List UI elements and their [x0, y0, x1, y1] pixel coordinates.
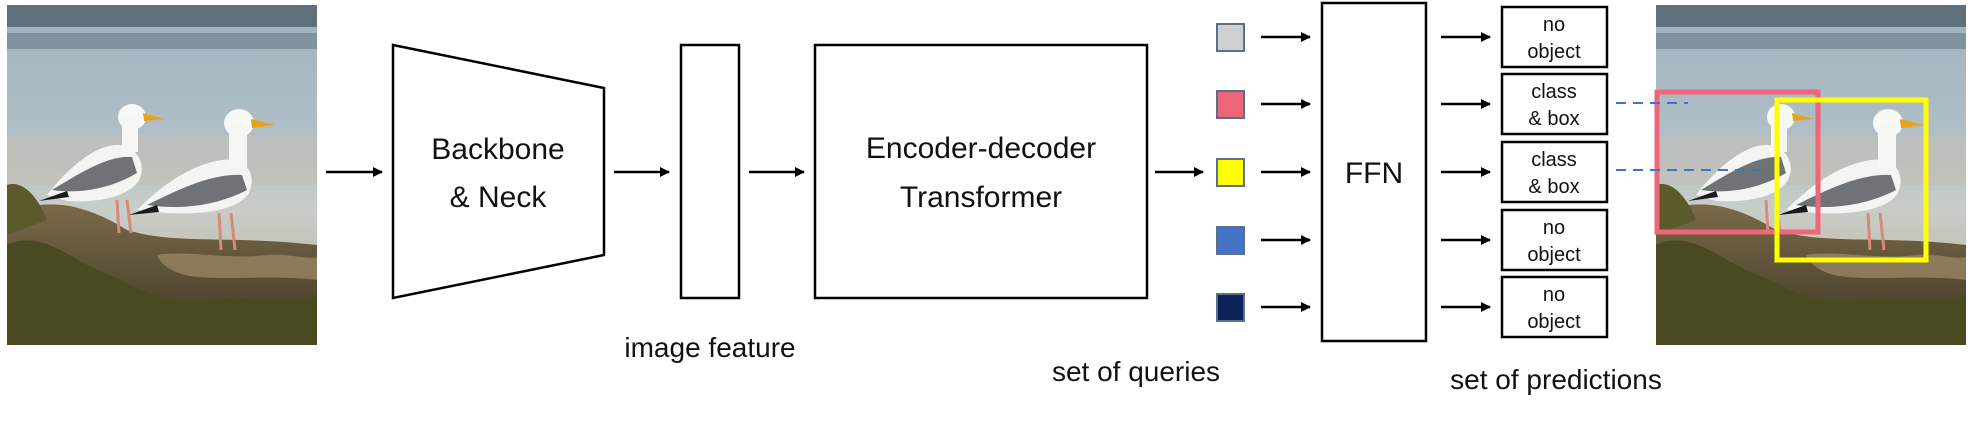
prediction-box-frame — [1500, 140, 1609, 204]
prediction-text: object — [1527, 244, 1581, 266]
query-square — [1216, 23, 1245, 52]
prediction-text: no — [1543, 284, 1565, 306]
prediction-boxes: no object class & box class & box no object no ob… — [1500, 5, 1609, 339]
transformer-label-line-1: Encoder-decoder — [866, 132, 1096, 165]
prediction-text: no — [1543, 14, 1565, 36]
encoder-decoder-transformer-block — [813, 43, 1149, 300]
ffn-label: FFN — [1345, 157, 1403, 190]
query-square — [1216, 293, 1245, 322]
prediction-box: no object — [1500, 208, 1609, 272]
backbone-label-line-1: Backbone — [431, 133, 564, 166]
prediction-text: class — [1531, 81, 1577, 103]
prediction-box-frame — [1500, 208, 1609, 272]
image-feature-caption: image feature — [624, 332, 795, 363]
query-square — [1216, 226, 1245, 255]
prediction-text: class — [1531, 149, 1577, 171]
prediction-text: no — [1543, 217, 1565, 239]
query-square — [1216, 90, 1245, 119]
queries-caption: set of queries — [1052, 356, 1220, 387]
prediction-text: object — [1527, 41, 1581, 63]
prediction-box-frame — [1500, 5, 1609, 69]
prediction-box: class & box — [1500, 72, 1609, 136]
pink-bounding-box — [1654, 89, 1821, 235]
prediction-box: class & box — [1500, 140, 1609, 204]
yellow-bounding-box — [1774, 97, 1929, 263]
backbone-label-line-2: & Neck — [450, 181, 548, 214]
query-squares — [1216, 23, 1491, 322]
image-feature-block — [679, 43, 741, 300]
prediction-text: & box — [1528, 108, 1579, 130]
transformer-label-line-2: Transformer — [900, 181, 1062, 214]
prediction-text: object — [1527, 311, 1581, 333]
ffn-block — [1320, 1, 1428, 343]
prediction-box: no object — [1500, 275, 1609, 339]
prediction-box: no object — [1500, 5, 1609, 69]
query-square — [1216, 158, 1245, 187]
prediction-box-frame — [1500, 275, 1609, 339]
input-image — [5, 3, 319, 347]
prediction-box-frame — [1500, 72, 1609, 136]
backbone-neck-block — [391, 43, 606, 300]
predictions-caption: set of predictions — [1450, 364, 1662, 395]
prediction-text: & box — [1528, 176, 1579, 198]
output-image — [1654, 3, 1968, 347]
